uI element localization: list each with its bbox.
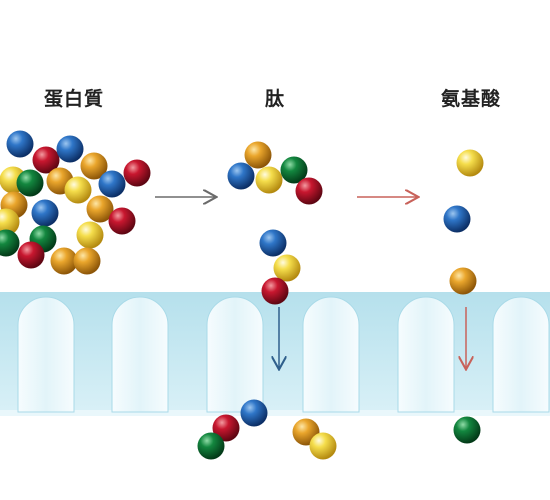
yellow-ball — [0, 208, 20, 236]
blue-ball — [259, 229, 287, 257]
orange-ball — [244, 141, 272, 169]
arrows — [155, 197, 466, 368]
villus-4 — [302, 296, 360, 413]
blue-ball — [56, 135, 84, 163]
molecule-balls — [0, 130, 484, 460]
villus-2 — [111, 296, 169, 413]
yellow-ball — [456, 149, 484, 177]
label-amino-acid: 氨基酸 — [441, 88, 502, 110]
yellow-ball — [309, 432, 337, 460]
green-ball — [197, 432, 225, 460]
green-ball — [280, 156, 308, 184]
membrane-band — [0, 292, 550, 410]
orange-ball — [73, 247, 101, 275]
red-ball — [261, 277, 289, 305]
red-ball — [295, 177, 323, 205]
villus-6 — [492, 296, 550, 413]
orange-ball — [50, 247, 78, 275]
red-ball — [212, 414, 240, 442]
villi — [17, 296, 550, 413]
label-peptide: 肽 — [265, 88, 286, 110]
blue-ball — [98, 170, 126, 198]
green-ball — [453, 416, 481, 444]
villus-3 — [206, 296, 264, 413]
red-ball — [123, 159, 151, 187]
villus-5 — [397, 296, 455, 413]
blue-ball — [443, 205, 471, 233]
yellow-ball — [76, 221, 104, 249]
yellow-ball — [255, 166, 283, 194]
villus-1 — [17, 296, 75, 413]
orange-ball — [80, 152, 108, 180]
red-ball — [32, 146, 60, 174]
yellow-ball — [64, 176, 92, 204]
red-ball — [108, 207, 136, 235]
orange-ball — [86, 195, 114, 223]
blue-ball — [240, 399, 268, 427]
green-ball — [16, 169, 44, 197]
green-ball — [0, 229, 20, 257]
blue-ball — [31, 199, 59, 227]
membrane-bottom-edge — [0, 410, 550, 416]
blue-ball — [6, 130, 34, 158]
red-ball — [17, 241, 45, 269]
orange-ball — [449, 267, 477, 295]
yellow-ball — [273, 254, 301, 282]
label-protein: 蛋白質 — [44, 88, 105, 110]
membrane — [0, 292, 550, 416]
blue-ball — [227, 162, 255, 190]
